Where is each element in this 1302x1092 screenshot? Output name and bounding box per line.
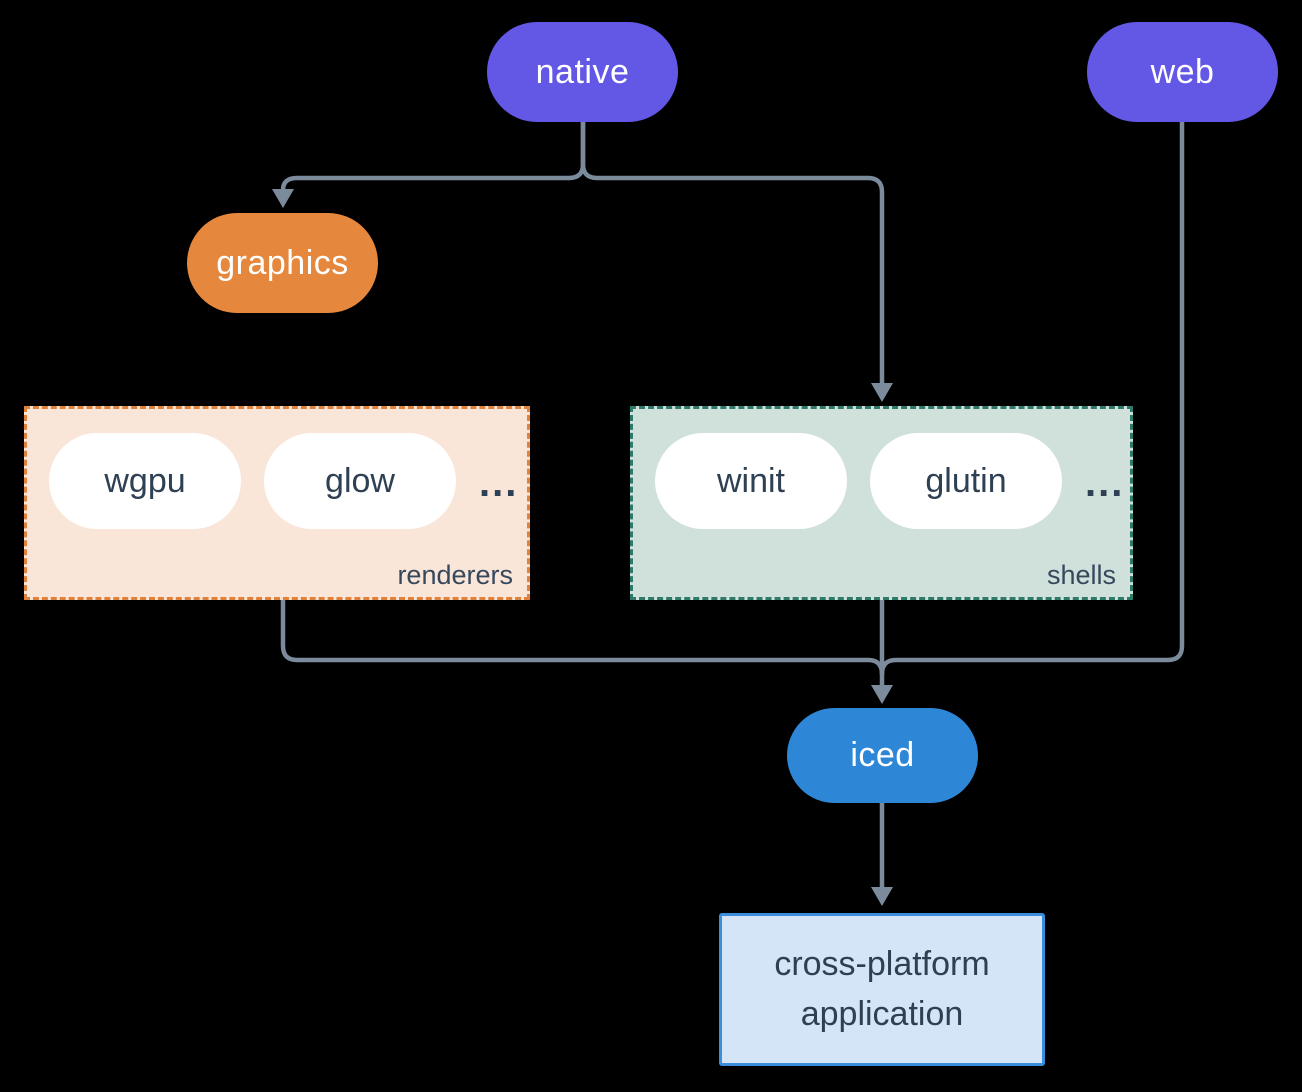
edge-renderers-iced xyxy=(280,600,885,675)
application-label-line1: cross-platform xyxy=(774,945,990,984)
edge-native-graphics xyxy=(280,122,586,196)
group-shells: winit glutin ... shells xyxy=(630,406,1133,600)
shells-ellipsis: ... xyxy=(1085,461,1125,505)
node-web: web xyxy=(1087,22,1278,122)
node-glutin: glutin xyxy=(870,433,1062,529)
node-web-label: web xyxy=(1150,52,1215,91)
renderers-group-label: renderers xyxy=(397,560,513,590)
group-renderers: wgpu glow ... renderers xyxy=(24,406,530,600)
node-winit: winit xyxy=(655,433,847,529)
shells-group-label: shells xyxy=(1046,560,1116,590)
application-label-line2: application xyxy=(800,994,964,1033)
arrowhead-graphics xyxy=(272,189,294,208)
node-graphics-label: graphics xyxy=(216,243,349,282)
node-glow: glow xyxy=(264,433,456,529)
node-native: native xyxy=(487,22,678,122)
arrowhead-shells xyxy=(871,383,893,402)
node-cross-platform-application: cross-platform application xyxy=(719,913,1045,1066)
node-glow-label: glow xyxy=(325,461,395,500)
renderers-ellipsis: ... xyxy=(479,461,519,505)
node-iced: iced xyxy=(787,708,978,803)
edge-native-shells xyxy=(580,122,885,390)
node-iced-label: iced xyxy=(850,736,915,774)
arrowhead-iced xyxy=(871,685,893,704)
node-graphics: graphics xyxy=(187,213,378,313)
node-wgpu-label: wgpu xyxy=(104,461,186,500)
node-wgpu: wgpu xyxy=(49,433,241,529)
arrowhead-application xyxy=(871,887,893,906)
node-glutin-label: glutin xyxy=(925,461,1007,500)
node-winit-label: winit xyxy=(716,461,786,500)
node-native-label: native xyxy=(535,52,630,91)
